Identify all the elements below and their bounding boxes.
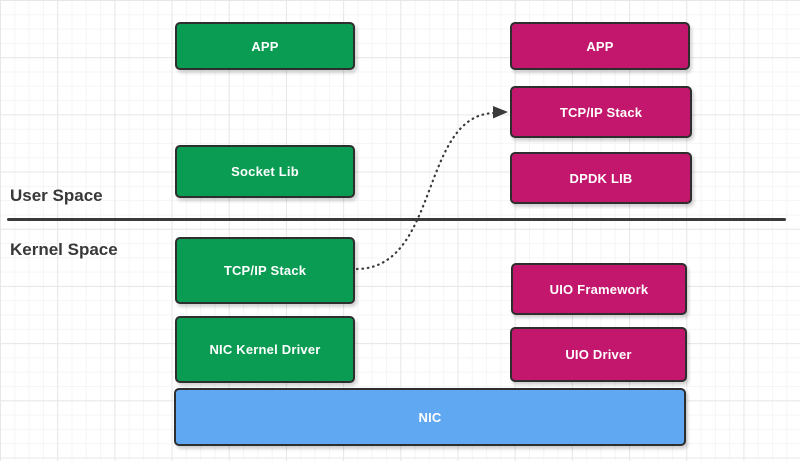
box-nic-kernel-driver-label: NIC Kernel Driver: [209, 342, 321, 357]
box-dpdk-app-label: APP: [586, 38, 614, 54]
box-traditional-app: APP: [175, 22, 355, 70]
kernel-bypass-arrow-path: [355, 111, 496, 271]
box-userspace-tcpip-stack: TCP/IP Stack: [510, 86, 692, 138]
kernel-bypass-arrow-head: [493, 106, 508, 119]
user-kernel-divider: [7, 218, 786, 221]
box-dpdk-lib-label: DPDK LIB: [569, 170, 633, 186]
box-uio-driver-label: UIO Driver: [565, 347, 632, 362]
box-dpdk-lib: DPDK LIB: [510, 152, 692, 204]
box-socket-lib-label: Socket Lib: [231, 164, 299, 179]
box-nic-kernel-driver: NIC Kernel Driver: [175, 316, 355, 383]
box-kernel-tcpip-stack-label: TCP/IP Stack: [223, 263, 307, 278]
box-dpdk-app: APP: [510, 22, 690, 70]
box-nic: NIC: [174, 388, 686, 446]
box-userspace-tcpip-stack-label: TCP/IP Stack: [559, 104, 643, 120]
user-space-label: User Space: [10, 186, 103, 205]
box-traditional-app-label: APP: [251, 38, 279, 54]
kernel-space-label: Kernel Space: [10, 240, 118, 259]
box-nic-label: NIC: [418, 409, 442, 425]
box-uio-driver: UIO Driver: [510, 327, 687, 382]
box-uio-framework: UIO Framework: [511, 263, 687, 315]
box-socket-lib: Socket Lib: [175, 145, 355, 198]
box-uio-framework-label: UIO Framework: [549, 281, 649, 297]
box-kernel-tcpip-stack: TCP/IP Stack: [175, 237, 355, 304]
